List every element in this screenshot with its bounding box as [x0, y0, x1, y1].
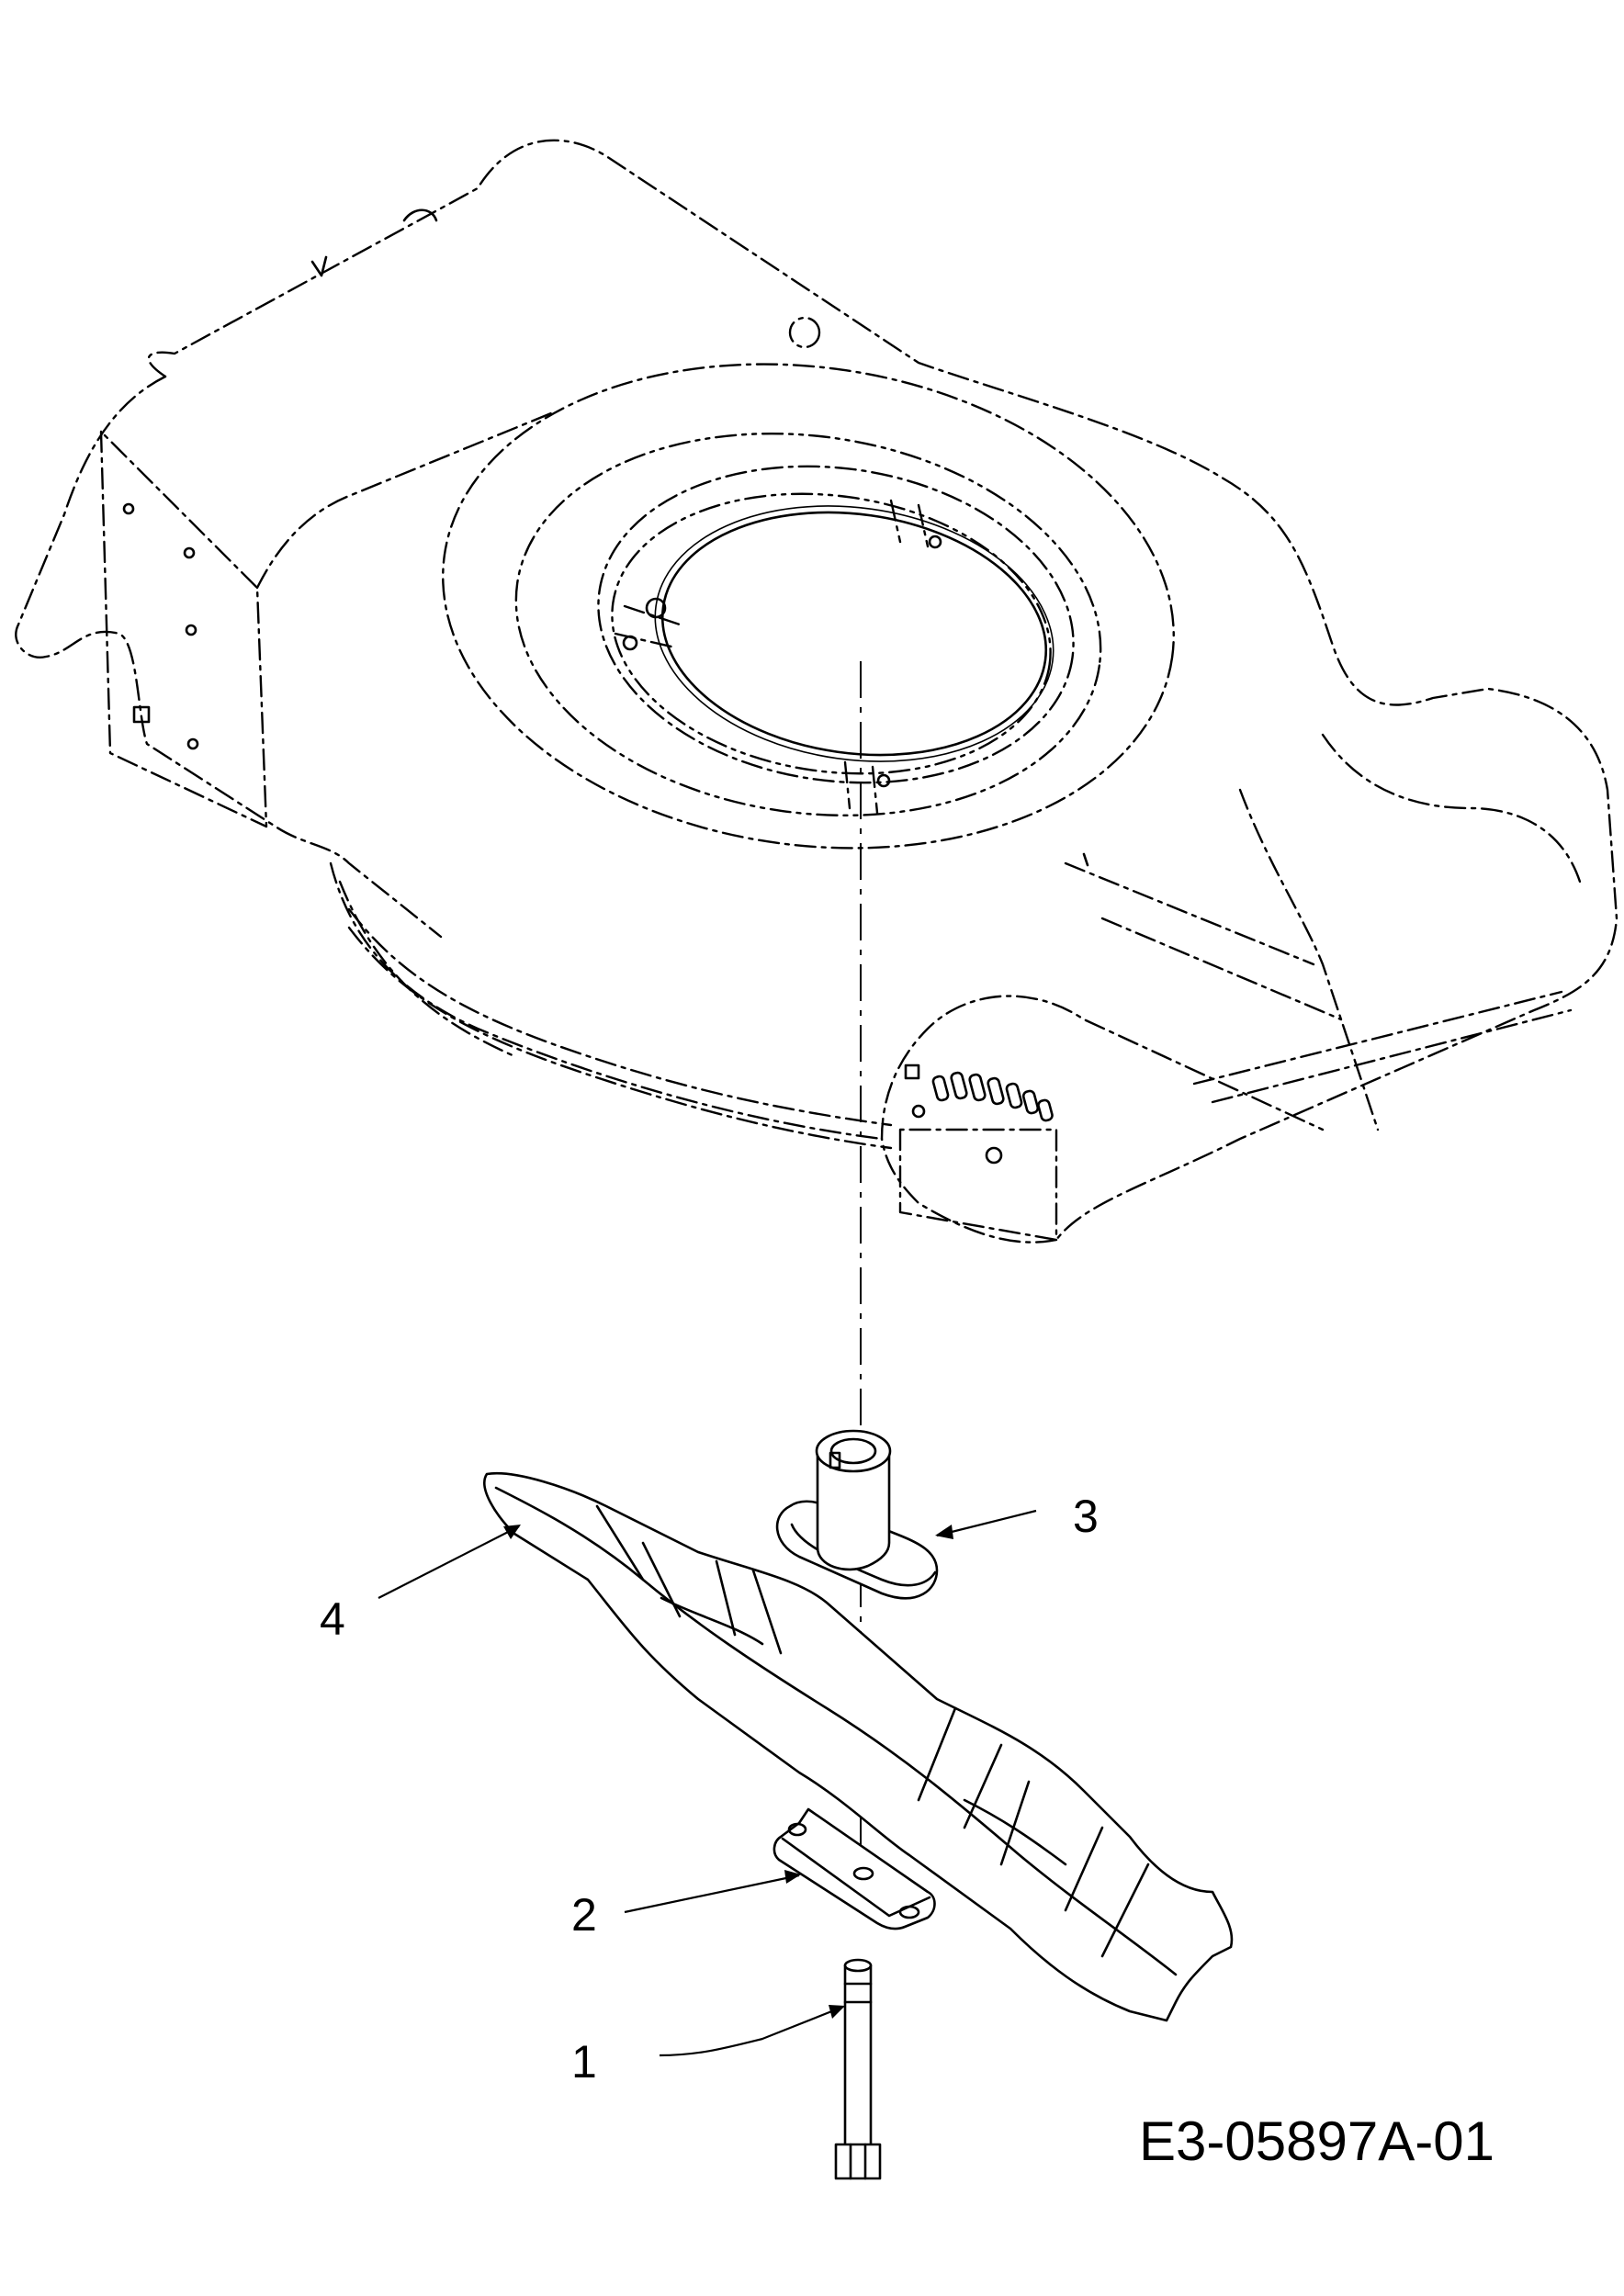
mower-deck — [15, 139, 1618, 1244]
document-id: E3-05897A-01 — [1139, 2110, 1494, 2172]
callout-3: 3 — [1073, 1491, 1099, 1542]
part-1-bolt — [834, 1958, 882, 2180]
part-3-blade-adapter — [775, 1429, 939, 1600]
callout-1: 1 — [571, 2036, 597, 2088]
callout-2: 2 — [571, 1889, 597, 1941]
callout-4: 4 — [320, 1593, 345, 1645]
part-2-washer-plate — [773, 1807, 936, 1930]
part-4-blade — [483, 1471, 1234, 2022]
leader-lines — [378, 1509, 1037, 2057]
